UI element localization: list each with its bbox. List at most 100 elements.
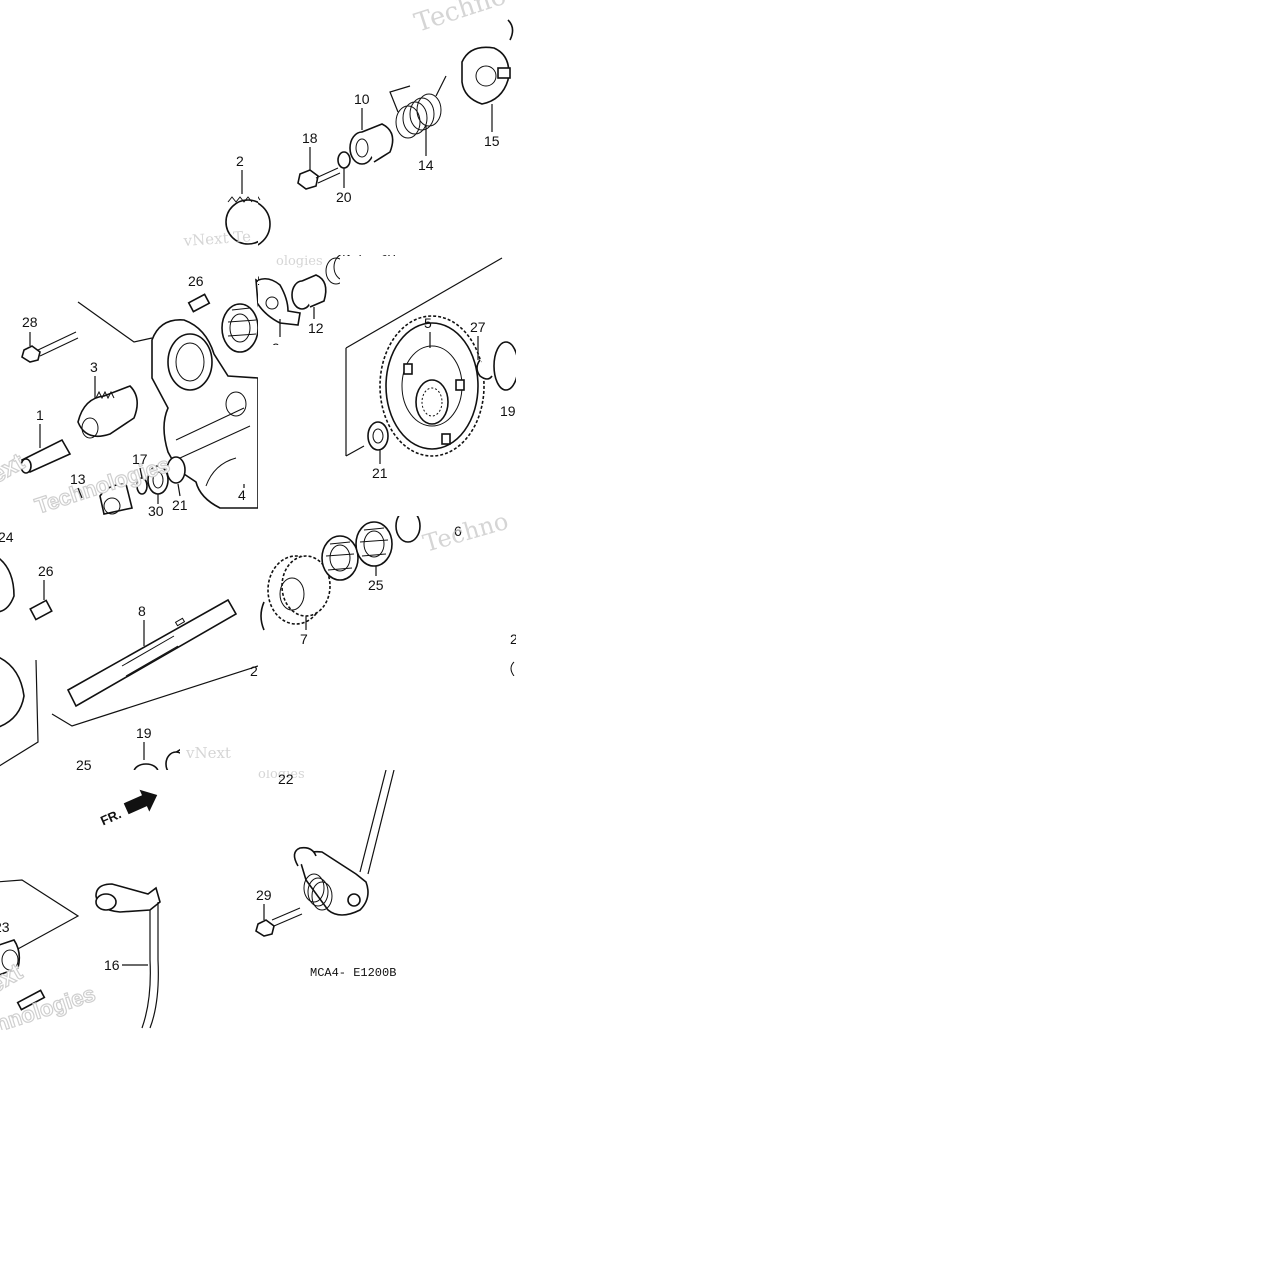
collar-23: [0, 939, 21, 976]
bolt-29: [255, 907, 303, 937]
callout-label: 15: [484, 133, 500, 149]
washer-19: [493, 341, 516, 391]
shaft-1: [20, 438, 72, 474]
needle-bearing-25: [355, 521, 393, 567]
watermark-text: ologies: [276, 255, 323, 269]
callout-label: 2: [510, 631, 516, 647]
watermark-text: ext: [0, 448, 29, 489]
callout-label: 2: [258, 272, 260, 288]
callout-label: 5: [424, 315, 432, 331]
collar-13: [99, 483, 133, 515]
gear-3: [77, 385, 138, 439]
watermark-text: vNext Te: [182, 227, 252, 250]
callout-label: 3: [90, 359, 98, 375]
front-direction-label: FR.: [98, 806, 123, 828]
plate-9-part: [258, 277, 301, 326]
callout-label: 19: [136, 725, 152, 741]
callout-label: 24: [0, 529, 14, 545]
diagram-tile-b-svg: ext Technologies 26 28 3 1 17 13 30 21 4: [0, 273, 258, 516]
gear-7: [267, 555, 331, 625]
callout-label: 28: [22, 314, 38, 330]
washer: [395, 516, 421, 543]
callout-label: 23: [0, 919, 10, 935]
diagram-tile-gear-fragment: 2 vNext Te: [180, 150, 258, 255]
callout-label: 12: [308, 320, 324, 336]
box-outline: [345, 445, 365, 457]
callout-label: 21: [372, 465, 388, 481]
plate-15: [461, 46, 511, 105]
callout-label: 14: [418, 157, 434, 173]
washer-20: [337, 151, 351, 169]
bolt-28: [21, 301, 153, 363]
watermark-text: vNext: [185, 744, 231, 762]
callout-label: 9: [272, 340, 280, 345]
callout-label: 17: [132, 451, 148, 467]
diagram-tile-gear-5: 5 27 19 21: [340, 256, 516, 486]
diagram-tile-gear-7: 7 25 6 2 Techno: [258, 516, 516, 676]
watermark-text: ext: [0, 958, 27, 999]
shift-lever: [293, 846, 369, 916]
callout-label: 16: [104, 957, 120, 973]
callout-label: 25: [368, 577, 384, 593]
spring-14: [389, 75, 447, 139]
collar-10: [349, 123, 394, 165]
diagram-tile-watermark-strip: vNext: [180, 700, 258, 770]
needle-bearing: [321, 535, 359, 581]
lever-16: [95, 883, 161, 1029]
box-outline: [345, 257, 503, 349]
case-edge: [0, 558, 15, 613]
box-outline: [51, 665, 258, 727]
circlip-27: [476, 359, 493, 380]
part-edge: [260, 601, 265, 631]
watermark-text: ologies: [258, 770, 305, 782]
gear-5: [379, 315, 485, 457]
callout-label: 20: [336, 189, 352, 205]
box-outline: [0, 879, 80, 951]
callout-label: 26: [38, 563, 54, 579]
callout-label: 27: [470, 319, 486, 335]
callout-label: 2: [236, 153, 244, 169]
collar-12: [291, 274, 327, 310]
dowel-pin-26: [187, 293, 211, 313]
callout-label: 6: [454, 523, 462, 539]
callout-label: 18: [302, 130, 318, 146]
callout-label: 10: [354, 91, 370, 107]
callout-label: 7: [300, 631, 308, 647]
callout-label: 25: [76, 757, 92, 773]
washer-21: [166, 456, 186, 484]
diagram-tile-g-svg: 2 vNext Te: [182, 153, 258, 250]
callout-label: 4: [238, 487, 246, 503]
part-edge: [510, 661, 515, 676]
bolt-18: [297, 167, 341, 190]
callout-label: 19: [500, 403, 516, 419]
diagram-tile-e-svg: 7 25 6 2 Techno: [260, 516, 516, 676]
watermark-text: Techno: [411, 0, 510, 39]
callout-label: 21: [172, 497, 188, 513]
callout-label: 30: [148, 503, 164, 516]
gear-2: [258, 196, 271, 246]
callout-label: 29: [256, 887, 272, 903]
shift-rod: [359, 770, 395, 875]
gear-2-teeth: [225, 196, 258, 245]
washer-21: [367, 421, 389, 451]
box-outline: [0, 659, 39, 767]
callout-label: 1: [36, 407, 44, 423]
bearing: [221, 303, 258, 353]
diagram-tile-case-assembly: ext Technologies 26 28 3 1 17 13 30 21 4: [0, 258, 258, 516]
callout-label: 8: [138, 603, 146, 619]
callout-label: 13: [70, 471, 86, 487]
case-lower: [0, 657, 25, 728]
front-direction-arrow: FR.: [98, 789, 158, 828]
diagram-tile-shift-lever: ologies 22 FR.: [0, 770, 420, 1030]
part-edge: [507, 19, 514, 41]
watermark-text: Techno: [420, 516, 511, 558]
diagram-tile-c-svg: 5 27 19 21: [345, 257, 516, 481]
diagram-tile-e2-svg: vNext: [185, 744, 231, 762]
diagram-tile-a-svg: Techno: [258, 0, 514, 246]
diagram-code: MCA4- E1200B: [310, 966, 396, 980]
diagram-tile-spring-assembly: Techno: [258, 0, 516, 258]
callout-label: 26: [188, 273, 204, 289]
dowel-pin: [16, 989, 46, 1011]
diagram-tile-f-svg: ologies 22 FR.: [0, 770, 396, 1030]
